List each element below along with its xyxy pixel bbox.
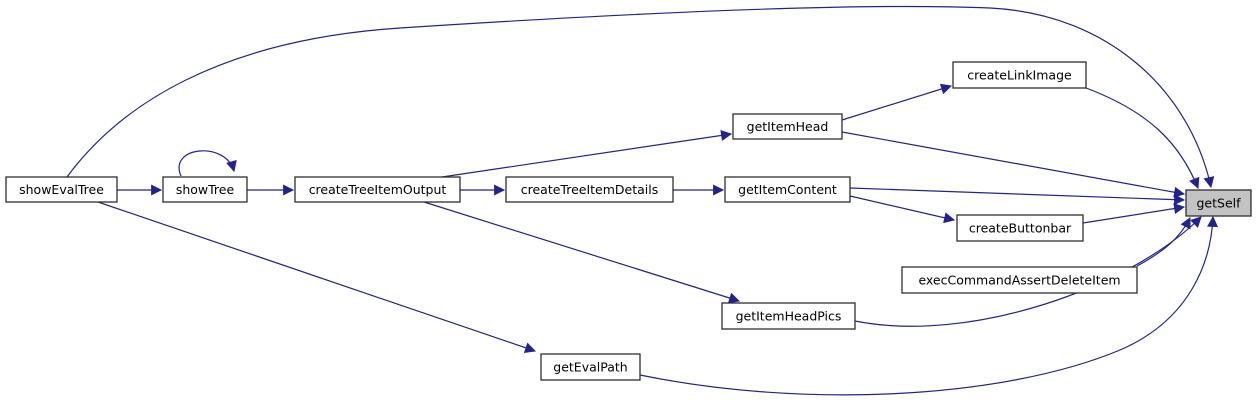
node-getItemHeadPics[interactable]: getItemHeadPics (721, 302, 856, 330)
node-label-showEvalTree: showEvalTree (19, 182, 104, 197)
edge-getItemHead-to-createLinkImage (841, 83, 953, 121)
node-label-execCommandAssertDeleteItem: execCommandAssertDeleteItem (918, 273, 1120, 288)
node-box-createLinkImage[interactable] (952, 61, 1087, 89)
edge-getItemContent-to-createButtonbar (849, 195, 956, 224)
node-box-getItemHead[interactable] (732, 113, 843, 140)
node-label-createButtonbar: createButtonbar (969, 221, 1072, 236)
edge-createTreeItemOutput-to-getItemHeadPics (423, 201, 741, 304)
node-getItemContent[interactable]: getItemContent (724, 176, 851, 203)
edge-getEvalPath-to-getSelf (639, 215, 1219, 396)
node-getItemHead[interactable]: getItemHead (732, 113, 843, 140)
node-box-getItemHeadPics[interactable] (721, 302, 856, 330)
node-box-getSelf (1185, 189, 1252, 217)
node-box-showTree[interactable] (162, 176, 248, 203)
node-label-getItemHeadPics: getItemHeadPics (736, 309, 842, 324)
node-box-getEvalPath[interactable] (540, 353, 641, 381)
edge-createLinkImage-to-getSelf (1085, 87, 1200, 190)
node-getEvalPath[interactable]: getEvalPath (540, 353, 641, 381)
node-label-createTreeItemOutput: createTreeItemOutput (309, 182, 447, 197)
edge-showEvalTree-to-getSelf (66, 5, 1215, 189)
node-label-showTree: showTree (176, 182, 235, 197)
edge-createButtonbar-to-getSelf (1082, 203, 1186, 224)
node-box-createTreeItemDetails[interactable] (505, 176, 674, 203)
node-showTree[interactable]: showTree (162, 176, 248, 203)
node-box-createButtonbar[interactable] (956, 214, 1084, 242)
node-box-createTreeItemOutput[interactable] (294, 176, 461, 203)
edge-createTreeItemOutput-to-getItemHead (441, 130, 733, 178)
node-label-createLinkImage: createLinkImage (967, 68, 1072, 83)
node-showEvalTree[interactable]: showEvalTree (5, 176, 118, 203)
node-label-getItemHead: getItemHead (747, 119, 829, 134)
node-label-getItemContent: getItemContent (738, 182, 837, 197)
node-createTreeItemDetails[interactable]: createTreeItemDetails (505, 176, 674, 203)
edge-getItemHeadPics-to-getSelf (854, 216, 1202, 327)
nodes-layer: showEvalTree showTree createTreeItemOutput… (5, 61, 1252, 381)
node-box-execCommandAssertDeleteItem[interactable] (901, 266, 1138, 294)
edges-layer (66, 5, 1219, 396)
node-createButtonbar[interactable]: createButtonbar (956, 214, 1084, 242)
node-label-createTreeItemDetails: createTreeItemDetails (521, 182, 659, 197)
node-createTreeItemOutput[interactable]: createTreeItemOutput (294, 176, 461, 203)
node-execCommandAssertDeleteItem[interactable]: execCommandAssertDeleteItem (901, 266, 1138, 294)
edge-execCommandAssertDeleteItem-to-getSelf (1136, 217, 1191, 267)
node-label-getSelf: getSelf (1196, 196, 1241, 211)
edge-showEvalTree-to-getEvalPath (97, 201, 537, 354)
edge-getItemHead-to-getSelf (841, 131, 1186, 198)
edge-showTree-to-showTree (178, 150, 237, 177)
node-box-showEvalTree[interactable] (5, 176, 118, 203)
node-box-getItemContent[interactable] (724, 176, 851, 203)
node-createLinkImage[interactable]: createLinkImage (952, 61, 1087, 89)
node-label-getEvalPath: getEvalPath (553, 360, 627, 375)
edge-getItemContent-to-getSelf (849, 187, 1186, 206)
node-getSelf: getSelf (1185, 189, 1252, 217)
